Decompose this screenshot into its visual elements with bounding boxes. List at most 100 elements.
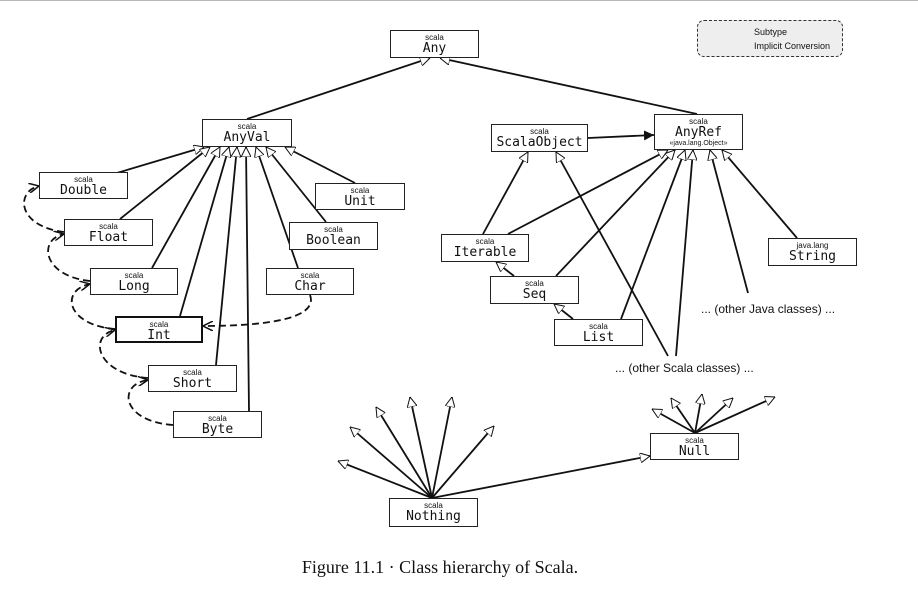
- edge-byte-anyval: [246, 147, 249, 412]
- edge-string-anyref: [722, 150, 798, 239]
- edge-float-anyval: [119, 146, 210, 220]
- class-iterable-package: scala: [475, 237, 495, 246]
- class-nothing-package: scala: [424, 501, 443, 510]
- edge-other-java-anyref: [710, 150, 749, 294]
- legend: Subtype Implicit Conversion: [697, 20, 843, 57]
- class-char-name: Char: [294, 279, 326, 294]
- class-float-package: scala: [99, 222, 118, 231]
- edge-nothing-fan-5: [431, 397, 452, 499]
- edge-scalaobject-anyref: [587, 130, 655, 141]
- class-null-package: scala: [685, 436, 704, 445]
- class-float-name: Float: [88, 230, 129, 245]
- edge-seq-anyref: [555, 150, 675, 277]
- class-nothing-name: Nothing: [406, 509, 461, 524]
- class-long-name: Long: [118, 279, 150, 294]
- figure-caption: Figure 11.1 · Class hierarchy of Scala.: [301, 557, 579, 577]
- class-seq: scala Seq: [490, 276, 579, 304]
- edge-seq-iterable: [496, 261, 515, 277]
- class-seq-package: scala: [525, 279, 544, 288]
- class-any-name: Any: [422, 41, 447, 56]
- edge-nothing-fan-3: [375, 407, 433, 499]
- edge-null-fan-4: [694, 398, 733, 434]
- edge-null-fan-5: [694, 397, 775, 434]
- class-boolean-name: Boolean: [306, 233, 361, 248]
- legend-subtype-label: Subtype: [754, 27, 788, 37]
- class-string-name: String: [789, 249, 836, 264]
- edge-unit-anyval: [285, 146, 356, 184]
- class-double-name: Double: [60, 183, 107, 198]
- class-boolean-package: scala: [324, 225, 343, 234]
- edge-nothing-null: [431, 456, 650, 499]
- conversion-long-float: [47, 234, 91, 282]
- edge-int-anyval: [179, 147, 229, 317]
- class-string: java.lang String: [768, 238, 857, 266]
- edge-long-anyval: [151, 147, 221, 269]
- edge-nothing-fan-1: [338, 461, 433, 499]
- edge-nothing-fan-4: [410, 397, 433, 499]
- class-anyref: scala AnyRef «java.lang.Object»: [654, 114, 743, 150]
- class-string-package: java.lang: [796, 241, 829, 250]
- class-iterable: scala Iterable: [441, 234, 529, 262]
- class-any: scala Any: [390, 30, 479, 58]
- class-int-package: scala: [149, 320, 169, 329]
- class-null-name: Null: [678, 444, 711, 459]
- conversion-float-double: [23, 186, 65, 233]
- edge-other-scala-anyref: [675, 150, 693, 357]
- edge-list-seq: [554, 303, 574, 320]
- class-boolean: scala Boolean: [289, 222, 378, 250]
- top-border: [0, 0, 918, 1]
- other-scala-classes-label: ... (other Scala classes) ...: [615, 361, 754, 375]
- other-java-classes-label: ... (other Java classes) ...: [701, 302, 836, 316]
- edge-iterable-scalaobject: [482, 152, 529, 235]
- class-anyref-name: AnyRef: [675, 125, 722, 140]
- class-list-name: List: [582, 330, 615, 345]
- class-byte-package: scala: [208, 414, 227, 423]
- class-byte: scala Byte: [173, 411, 262, 438]
- edge-iterable-anyref: [507, 149, 668, 235]
- class-iterable-name: Iterable: [453, 245, 517, 260]
- edge-list-anyref: [620, 150, 685, 320]
- class-scalaobject: scala ScalaObject: [491, 124, 588, 152]
- class-double-package: scala: [74, 175, 93, 184]
- class-anyref-package: scala: [689, 117, 708, 126]
- class-short-name: Short: [172, 376, 213, 391]
- conversion-short-int: [98, 330, 149, 379]
- edge-null-fan-2: [670, 398, 696, 434]
- edge-nothing-fan-6: [431, 426, 494, 499]
- edge-anyref-any: [440, 58, 698, 115]
- class-scalaobject-package: scala: [530, 127, 549, 136]
- class-seq-name: Seq: [522, 287, 547, 302]
- class-float: scala Float: [64, 219, 153, 246]
- class-short: scala Short: [148, 365, 237, 392]
- conversion-char-int: [203, 294, 312, 326]
- legend-implicit-label: Implicit Conversion: [754, 41, 831, 51]
- class-double: scala Double: [39, 172, 128, 199]
- class-byte-name: Byte: [201, 422, 234, 437]
- conversion-byte-short: [127, 380, 174, 426]
- class-null: scala Null: [650, 433, 739, 460]
- class-int-name: Int: [147, 328, 171, 343]
- class-unit-package: scala: [350, 186, 370, 195]
- class-unit-name: Unit: [344, 194, 376, 209]
- class-long-package: scala: [124, 271, 144, 280]
- conversion-int-long: [70, 284, 116, 330]
- class-anyref-alias: «java.lang.Object»: [669, 140, 728, 147]
- class-scalaobject-name: ScalaObject: [496, 135, 583, 150]
- class-char-package: scala: [300, 271, 320, 280]
- edge-anyval-any: [246, 58, 430, 120]
- class-list-package: scala: [589, 322, 608, 331]
- class-anyval-name: AnyVal: [223, 130, 271, 145]
- class-anyval-package: scala: [237, 122, 257, 131]
- class-nothing: scala Nothing: [389, 498, 478, 527]
- class-unit: scala Unit: [315, 183, 405, 210]
- edge-short-anyval: [215, 147, 237, 366]
- class-list: scala List: [554, 319, 643, 346]
- class-int: scala Int: [115, 316, 203, 343]
- edge-other-scala-scalaobject: [555, 152, 669, 357]
- class-char: scala Char: [266, 268, 354, 295]
- class-long: scala Long: [90, 268, 178, 295]
- edge-null-fan-3: [694, 394, 702, 434]
- edge-null-fan-1: [652, 408, 696, 434]
- class-any-package: scala: [425, 33, 444, 42]
